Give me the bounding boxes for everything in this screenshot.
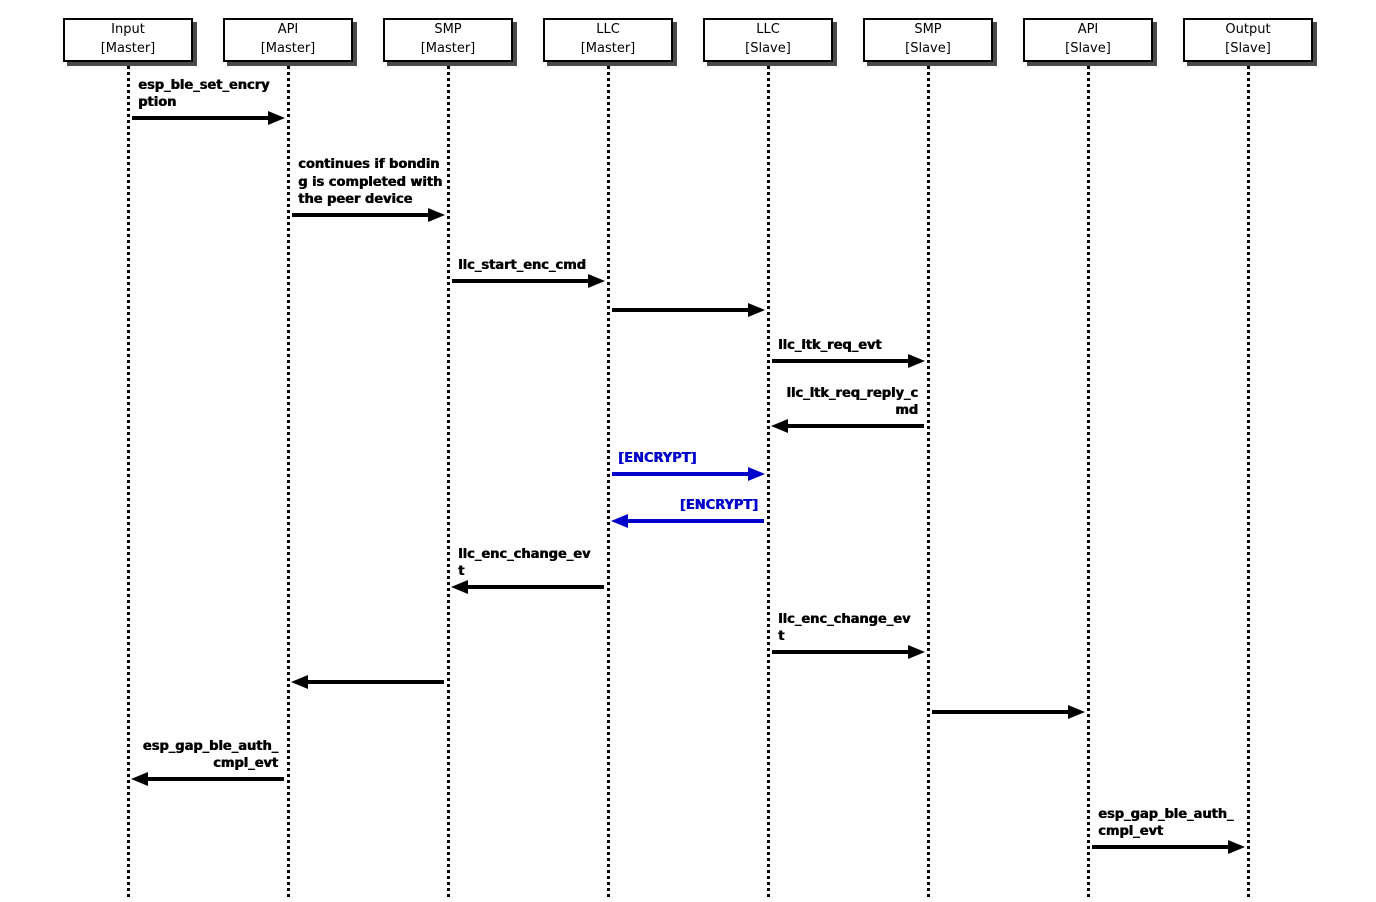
actor-role: [Slave] [1225, 41, 1271, 56]
message-label: esp_ble_set_encry ption [138, 77, 270, 111]
message-label: esp_gap_ble_auth_ cmpl_evt [142, 738, 278, 772]
message-label: llc_enc_change_ev t [458, 546, 591, 580]
arrowhead-right-icon [268, 111, 285, 125]
arrowhead-right-icon [1228, 840, 1245, 854]
arrowhead-right-icon [908, 354, 925, 368]
actor-title: API [1077, 22, 1099, 38]
lifeline-input-master [126, 60, 130, 900]
message-label: esp_gap_ble_auth_ cmpl_evt [1098, 806, 1234, 840]
lifeline-smp-slave [926, 60, 930, 900]
lifeline-llc-slave [766, 60, 770, 900]
actor-role: [Master] [260, 41, 316, 56]
message-label: [ENCRYPT] [618, 451, 697, 467]
arrowhead-right-icon [748, 303, 765, 317]
actor-role: [Slave] [745, 41, 791, 56]
arrow-line [292, 213, 432, 217]
message-label: llc_ltk_req_reply_c md [786, 385, 918, 419]
arrow-line [624, 519, 764, 523]
lifeline-smp-master [446, 60, 450, 900]
arrowhead-right-icon [748, 467, 765, 481]
lifeline-output-slave [1246, 60, 1250, 900]
actor-output-slave: Output [Slave] [1183, 18, 1313, 62]
actor-llc-slave: LLC [Slave] [703, 18, 833, 62]
actor-role: [Slave] [1065, 41, 1111, 56]
arrow-line [932, 710, 1072, 714]
arrow-line [784, 424, 924, 428]
lifeline-api-slave [1086, 60, 1090, 900]
actor-title: API [277, 22, 299, 38]
actor-llc-master: LLC [Master] [543, 18, 673, 62]
actor-title: SMP [434, 22, 462, 38]
actor-role: [Master] [100, 41, 156, 56]
arrowhead-right-icon [588, 274, 605, 288]
actor-title: LLC [756, 22, 780, 38]
arrowhead-right-icon [1068, 705, 1085, 719]
actor-title: Input [111, 22, 145, 38]
message-label: continues if bondin g is completed with … [298, 157, 443, 208]
actor-smp-master: SMP [Master] [383, 18, 513, 62]
actor-role: [Master] [580, 41, 636, 56]
arrow-line [132, 116, 272, 120]
actor-role: [Master] [420, 41, 476, 56]
actor-api-slave: API [Slave] [1023, 18, 1153, 62]
actor-smp-slave: SMP [Slave] [863, 18, 993, 62]
arrow-line [464, 585, 604, 589]
arrow-line [772, 650, 912, 654]
arrowhead-left-icon [611, 514, 628, 528]
message-label: llc_start_enc_cmd [458, 258, 586, 274]
actor-title: Output [1225, 22, 1271, 38]
arrow-line [612, 308, 752, 312]
arrow-line [1092, 845, 1232, 849]
actor-title: LLC [596, 22, 620, 38]
message-label: llc_enc_change_ev t [778, 611, 911, 645]
arrow-line [612, 472, 752, 476]
message-label: [ENCRYPT] [679, 498, 758, 514]
arrowhead-right-icon [428, 208, 445, 222]
actor-role: [Slave] [905, 41, 951, 56]
message-label: llc_ltk_req_evt [778, 338, 882, 354]
arrowhead-right-icon [908, 645, 925, 659]
arrow-line [144, 777, 284, 781]
actor-api-master: API [Master] [223, 18, 353, 62]
arrowhead-left-icon [451, 580, 468, 594]
arrowhead-left-icon [771, 419, 788, 433]
arrow-line [304, 680, 444, 684]
lifeline-llc-master [606, 60, 610, 900]
lifeline-api-master [286, 60, 290, 900]
arrowhead-left-icon [131, 772, 148, 786]
arrowhead-left-icon [291, 675, 308, 689]
arrow-line [452, 279, 592, 283]
arrow-line [772, 359, 912, 363]
actor-input-master: Input [Master] [63, 18, 193, 62]
actor-title: SMP [914, 22, 942, 38]
